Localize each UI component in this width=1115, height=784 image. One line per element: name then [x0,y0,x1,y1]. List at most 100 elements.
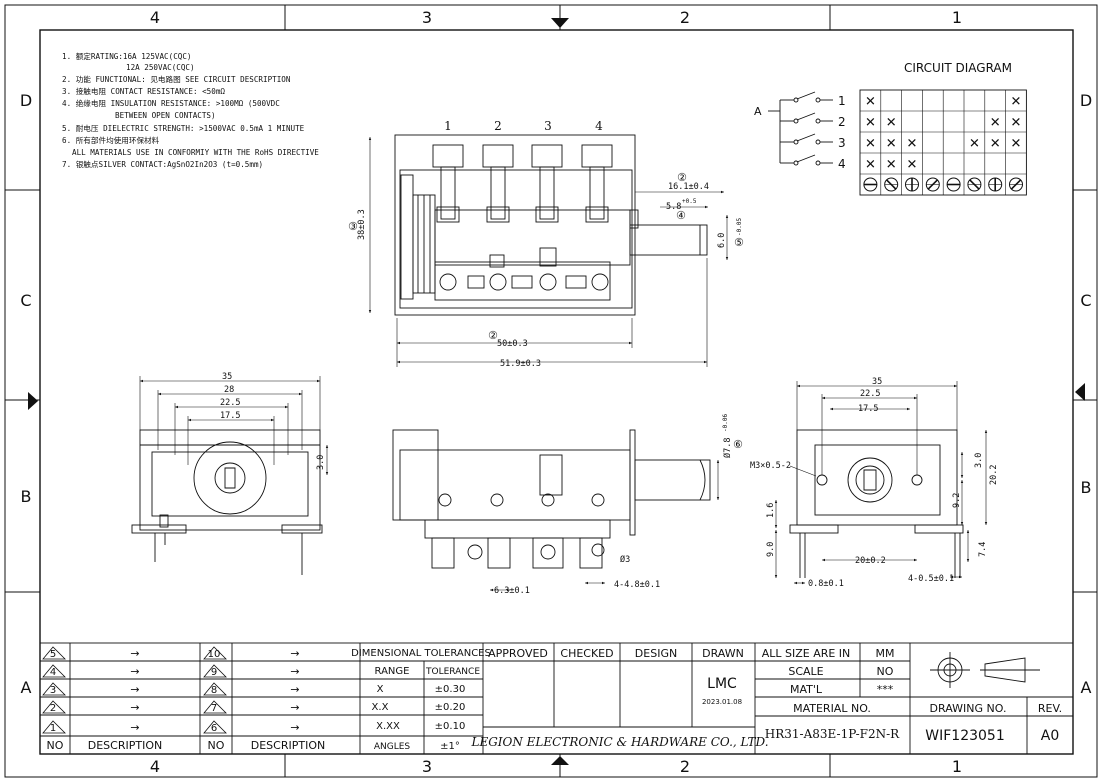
rev-arrow-right: → [290,683,299,696]
material-no-label: MATERIAL NO. [793,702,871,715]
circuit-closed-mark: ✕ [1011,137,1022,152]
terminal-2-label: 2 [494,119,502,133]
rev-no-left: 4 [50,667,56,678]
zone-col-2-top: 2 [680,8,690,27]
knob-position-icon [1009,177,1023,192]
note-3: 3. 接触电阻 CONTACT RESISTANCE: <50mΩ [62,86,225,96]
circuit-closed-mark: ✕ [886,137,897,152]
tol-range-4: ANGLES [374,742,411,752]
circuit-closed-mark: ✕ [886,116,897,131]
note-6b: ALL MATERIALS USE IN CONFORMIY WITH THE … [72,148,319,157]
right-dimensions [774,381,988,585]
terminal-3-label: 3 [544,119,552,133]
right-mount-hole-right [911,474,923,486]
checked-label: CHECKED [560,647,613,660]
centering-marks [28,18,1085,765]
left-dimensions [139,376,329,475]
dim-51-9: 51.9±0.3 [500,359,541,369]
tolerance-table: DIMENSIONAL TOLERANCES RANGE TOLERANCE X… [351,648,491,752]
knob-position-icon [905,177,919,192]
rev-arrow-left: → [130,665,139,678]
zone-col-4-bottom: 4 [150,757,160,776]
circuit-title: CIRCUIT DIAGRAM [904,61,1012,75]
spec-notes: 1. 额定RATING:16A 125VAC(CQC) 12A 250VAC(C… [62,51,319,169]
zone-col-3-bottom: 3 [422,757,432,776]
dim-50: 50±0.3 [497,339,528,349]
rev-no-header-right: NO [208,739,225,752]
front-terminals [432,144,613,223]
scale-label: SCALE [788,665,823,678]
dim-side-4-8: 4-4.8±0.1 [614,580,660,590]
dim-right-m3: M3×0.5-2 [750,461,791,471]
approvals: APPROVED CHECKED DESIGN DRAWN LMC 2023.0… [470,647,768,749]
drawing-no-label: DRAWING NO. [930,702,1007,715]
balloon-3: ③ [348,220,358,233]
revision-triangle-icon [203,720,227,734]
terminal-1-label: 1 [444,119,452,133]
rev-arrow-left: → [130,721,139,734]
circuit-pos-4: 4 [838,157,846,171]
circuit-closed-mark: ✕ [907,158,918,173]
balloon-2b: ② [488,329,498,342]
rev-desc-header-right: DESCRIPTION [251,739,325,752]
tolerance-title: DIMENSIONAL TOLERANCES [351,648,491,659]
left-dimension-labels: 35 28 22.5 17.5 3.0 [220,372,326,470]
front-view [394,134,708,316]
rev-desc-header-left: DESCRIPTION [88,739,162,752]
note-7: 7. 银触点SILVER CONTACT:AgSnO2In2O3 (t=0.5m… [62,159,263,169]
right-mount-hole-left [816,474,828,486]
circuit-common-label: A [754,105,762,118]
dim-right-0-8: 0.8±0.1 [808,579,844,589]
right-bushing-inner [855,465,885,495]
projection-symbol [930,652,1040,688]
note-1: 1. 额定RATING:16A 125VAC(CQC) [62,51,191,61]
note-5: 5. 耐电压 DIELECTRIC STRENGTH: >1500VAC 0.5… [62,123,305,133]
dim-16-1: 16.1±0.4 [668,182,709,192]
rev-no-left: 5 [50,649,56,660]
dim-right-1-6: 1.6 [766,503,776,518]
zone-row-c-right: C [1080,291,1091,310]
tol-value-4: ±1° [440,741,460,752]
revision-triangle-icon [203,664,227,678]
note-1b: 12A 250VAC(CQC) [126,63,195,72]
dim-left-17-5: 17.5 [220,411,240,421]
tol-range-2: X.X [372,702,389,713]
zone-col-1-top: 1 [952,8,962,27]
circuit-closed-mark: ✕ [969,137,980,152]
dim-right-22-5: 22.5 [860,389,880,399]
zone-row-a-left: A [21,678,32,697]
dim-right-9-2: 9.2 [952,493,962,508]
rev-no-left: 1 [50,723,56,734]
front-shaft [629,224,708,256]
dim-6-0-tol: -0.05 [736,218,743,236]
dim-right-20-2: 20.2 [989,465,999,485]
rev-label: REV. [1038,702,1062,715]
note-2: 2. 功能 FUNCTIONAL: 见电路图 SEE CIRCUIT DESCR… [62,74,291,84]
dim-6-0: 6.0 [717,233,727,248]
revision-triangle-icon [42,720,66,734]
dim-5-8: 5.8 [666,202,681,212]
balloon-2: ② [677,171,687,184]
note-4b: BETWEEN OPEN CONTACTS) [115,111,216,120]
revision-triangle-icon [203,646,227,660]
dim-left-35: 35 [222,372,232,382]
circuit-closed-mark: ✕ [886,158,897,173]
front-dimension-labels: 16.1±0.4 5.8 +0.5 6.0 -0.05 38±0.3 50±0.… [348,171,744,369]
circuit-pos-2: 2 [838,115,846,129]
dim-side-6-3: 6.3±0.1 [494,586,530,596]
zone-col-2-bottom: 2 [680,757,690,776]
rev-arrow-right: → [290,665,299,678]
circuit-pos-1: 1 [838,94,846,108]
balloon-5: ⑤ [734,236,744,249]
drawn-date: 2023.01.08 [702,698,742,706]
front-shaft-housing [434,209,631,266]
dim-right-4-0-5: 4-0.5±0.1 [908,574,954,584]
rev-no-right: 9 [211,667,217,678]
left-bushing-inner [214,462,246,494]
zone-col-1-bottom: 1 [952,757,962,776]
revision-triangle-icon [42,682,66,696]
rev-no-right: 6 [211,723,217,734]
rev-arrow-right: → [290,647,299,660]
left-bushing-outer [193,441,267,515]
side-view [392,429,711,569]
